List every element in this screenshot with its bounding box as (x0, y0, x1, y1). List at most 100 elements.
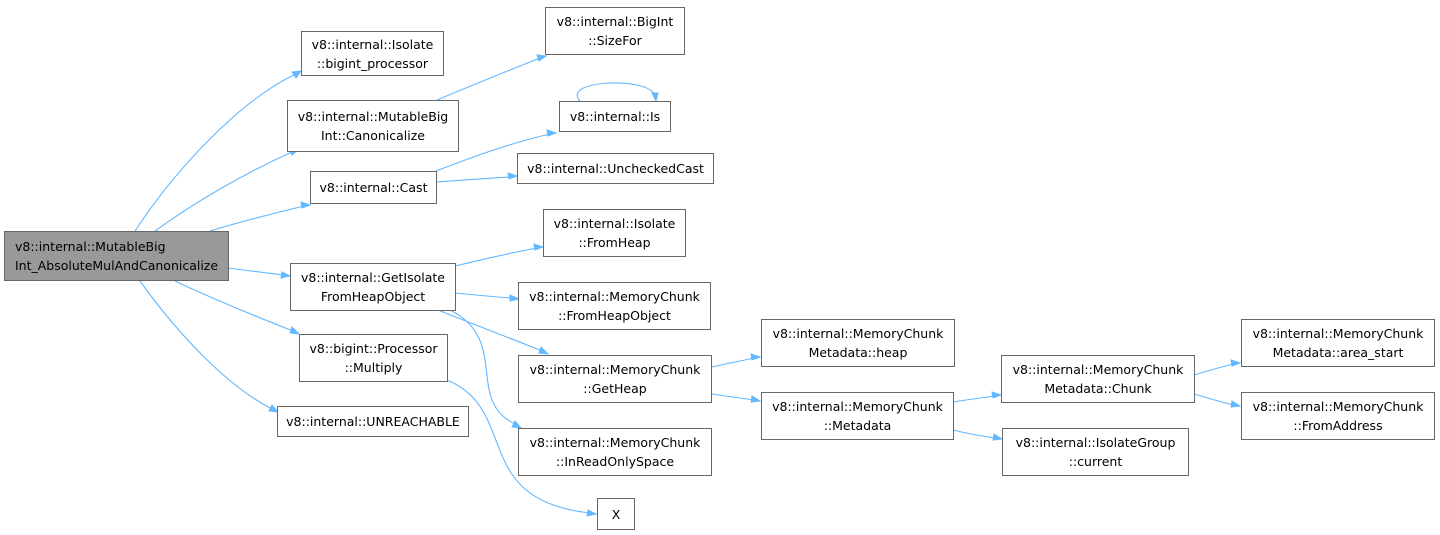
arrowhead (651, 92, 659, 103)
node-mutablebigint-canonicalize[interactable]: v8::internal::MutableBig Int::Canonicali… (287, 100, 459, 152)
node-memorychunkmetadata-area-start[interactable]: v8::internal::MemoryChunk Metadata::area… (1241, 319, 1435, 367)
arrowhead (533, 243, 545, 251)
node-unreachable[interactable]: v8::internal::UNREACHABLE (277, 406, 469, 437)
edge-root-isolate-bigint-processor (134, 73, 297, 232)
arrowhead (1230, 359, 1242, 367)
node-uncheckedcast[interactable]: v8::internal::UncheckedCast (517, 153, 714, 184)
node-label-line2: ::InReadOnlySpace (555, 454, 675, 469)
node-label-line2: ::bigint_processor (316, 55, 429, 71)
node-isolate-bigint-processor[interactable]: v8::internal::Isolate ::bigint_processor (301, 31, 444, 76)
arrowhead (507, 172, 519, 180)
node-is[interactable]: v8::internal::Is (559, 101, 671, 132)
node-isolate-fromheap[interactable]: v8::internal::Isolate ::FromHeap (543, 209, 686, 257)
edge-is-self (576, 82, 656, 102)
edge-getheap-metadata (711, 393, 755, 401)
node-memorychunk-getheap[interactable]: v8::internal::MemoryChunk ::GetHeap (518, 355, 712, 403)
edge-multiply-x (446, 379, 591, 514)
node-label-line1: v8::internal::MutableBig (15, 239, 166, 254)
arrowhead (586, 509, 598, 517)
node-label-line1: v8::internal::MemoryChunk (1012, 362, 1184, 377)
node-label-line1: v8::internal::BigInt (556, 14, 674, 29)
node-label-line1: v8::internal::MemoryChunk (529, 435, 701, 450)
node-label-line1: v8::internal::IsolateGroup (1015, 435, 1176, 450)
edge-cast-is (435, 133, 551, 172)
arrowhead (268, 404, 280, 413)
node-label-line2: ::FromAddress (1293, 418, 1383, 433)
node-label-line1: v8::internal::Isolate (311, 36, 434, 52)
node-memorychunk-inreadonlyspace[interactable]: v8::internal::MemoryChunk ::InReadOnlySp… (518, 428, 712, 476)
node-cast[interactable]: v8::internal::Cast (310, 171, 437, 204)
edge-getisolate-fromheap (454, 247, 538, 267)
node-label-line2: Int::Canonicalize (320, 128, 426, 143)
edge-root-getisolate (228, 267, 284, 276)
node-label-line2: ::Multiply (344, 360, 403, 375)
edge-canonicalize-sizefor (436, 57, 541, 101)
edge-metadata-isolategroupcurrent (952, 429, 997, 439)
edge-getisolate-inreadonlyspace (449, 309, 516, 425)
node-x[interactable]: X (597, 498, 635, 530)
node-memorychunkmetadata-heap[interactable]: v8::internal::MemoryChunk Metadata::heap (761, 319, 955, 367)
arrowhead (546, 129, 558, 137)
node-label-line2: ::FromHeapObject (558, 308, 671, 323)
node-memorychunk-fromheapobject[interactable]: v8::internal::MemoryChunk ::FromHeapObje… (518, 282, 711, 330)
node-isolategroup-current[interactable]: v8::internal::IsolateGroup ::current (1002, 428, 1189, 476)
edge-metadata-chunk (952, 395, 996, 403)
arrowhead (509, 294, 521, 302)
node-label-line2: ::FromHeap (578, 235, 651, 250)
edge-chunk-fromaddress (1193, 393, 1235, 406)
edge-cast-uncheckedcast (436, 176, 511, 183)
node-label-line1: v8::internal::UNREACHABLE (286, 414, 460, 429)
node-getisolate-fromheapobject[interactable]: v8::internal::GetIsolate FromHeapObject (290, 263, 456, 311)
arrowhead (291, 70, 303, 79)
arrowhead (538, 346, 550, 355)
node-label-line1: v8::internal::MemoryChunk (772, 326, 944, 341)
arrowhead (991, 391, 1003, 399)
node-label-line2: ::Metadata (823, 418, 892, 433)
node-processor-multiply[interactable]: v8::bigint::Processor ::Multiply (299, 334, 448, 382)
node-label-line1: v8::internal::MutableBig (297, 109, 449, 124)
node-label-line1: v8::internal::MemoryChunk (1252, 326, 1424, 341)
node-label-line1: v8::internal::MemoryChunk (529, 362, 701, 377)
arrowhead (280, 271, 292, 279)
node-label-line2: Metadata::heap (808, 345, 908, 360)
edge-root-canonicalize (154, 151, 293, 232)
node-label-line2: ::SizeFor (588, 33, 642, 48)
node-label-line1: v8::internal::MemoryChunk (529, 289, 700, 304)
node-label-line2: FromHeapObject (320, 289, 426, 304)
node-bigint-sizefor[interactable]: v8::internal::BigInt ::SizeFor (545, 7, 685, 55)
node-label-line1: v8::internal::UncheckedCast (527, 161, 704, 176)
node-label-line2: Int_AbsoluteMulAndCanonicalize (15, 258, 219, 273)
node-label-line1: X (611, 506, 621, 522)
edge-chunk-areastart (1193, 363, 1235, 376)
arrowhead (536, 54, 548, 62)
edge-root-unreachable (139, 280, 273, 410)
node-label-line1: v8::internal::Cast (319, 180, 428, 195)
edge-root-cast (209, 205, 305, 232)
node-label-line2: ::GetHeap (583, 381, 647, 396)
arrowhead (750, 395, 762, 403)
node-label-line2: Metadata::Chunk (1044, 381, 1152, 396)
edge-getheap-metadataheap (711, 357, 755, 368)
edge-getisolate-getheap (437, 309, 543, 352)
edge-getisolate-fromheapobject (454, 292, 513, 299)
node-label-line1: v8::bigint::Processor (309, 341, 438, 356)
arrowhead (511, 420, 523, 429)
root-node-absolutemulandcanonicalize: v8::internal::MutableBig Int_AbsoluteMul… (4, 231, 229, 281)
arrowhead (289, 326, 301, 335)
arrowhead (1230, 400, 1242, 408)
edge-root-multiply (174, 280, 294, 332)
arrowhead (750, 353, 762, 361)
node-label-line2: ::current (1068, 454, 1123, 469)
node-memorychunkmetadata-chunk[interactable]: v8::internal::MemoryChunk Metadata::Chun… (1001, 355, 1195, 403)
node-label-line1: v8::internal::MemoryChunk (1252, 399, 1424, 414)
node-label-line1: v8::internal::MemoryChunk (772, 399, 943, 414)
node-label-line1: v8::internal::GetIsolate (300, 270, 445, 285)
node-label-line2: Metadata::area_start (1272, 345, 1404, 360)
node-memorychunk-fromaddress[interactable]: v8::internal::MemoryChunk ::FromAddress (1241, 392, 1435, 440)
arrowhead (992, 433, 1004, 441)
node-memorychunk-metadata[interactable]: v8::internal::MemoryChunk ::Metadata (761, 392, 954, 440)
node-label-line1: v8::internal::Isolate (553, 216, 676, 231)
arrowhead (300, 201, 312, 209)
